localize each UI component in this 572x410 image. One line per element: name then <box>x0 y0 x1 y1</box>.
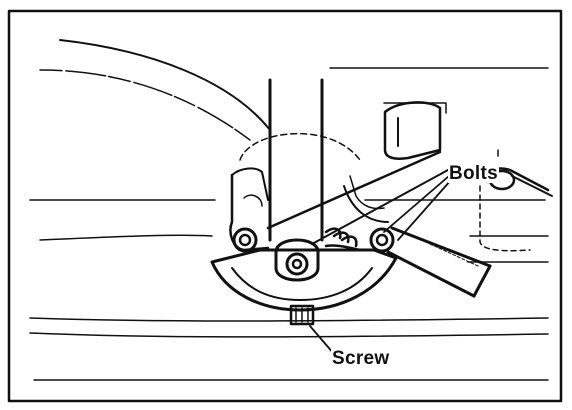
panel-line-2 <box>39 234 213 241</box>
handle-upper-edge <box>390 226 492 268</box>
panel-line-bottom-1 <box>29 317 549 322</box>
callout-screw: Screw <box>331 348 391 369</box>
adjusting-screw <box>289 304 315 326</box>
bolt-right <box>369 227 395 253</box>
handle-lower-edge <box>386 250 476 298</box>
handle-end <box>472 264 492 298</box>
bolt-left <box>232 227 258 253</box>
curved-edge-inner <box>39 69 251 141</box>
figure-frame <box>7 9 563 403</box>
rear-arc <box>239 132 361 161</box>
leader-screw <box>309 325 335 355</box>
panel-line-bottom-2 <box>29 332 549 338</box>
bracket-recess <box>383 101 442 160</box>
curved-edge-outer <box>59 39 271 131</box>
dashed-mount <box>479 185 531 252</box>
lever-arm-lower <box>311 169 449 245</box>
callout-bolts: Bolts <box>448 163 499 184</box>
pivot-nut <box>274 238 320 282</box>
segment-inner-arc <box>231 267 373 301</box>
leader-bolts-right <box>397 179 452 241</box>
spring-coil <box>324 227 362 252</box>
segment-plate <box>210 248 398 312</box>
leader-bolts-left <box>383 175 450 233</box>
